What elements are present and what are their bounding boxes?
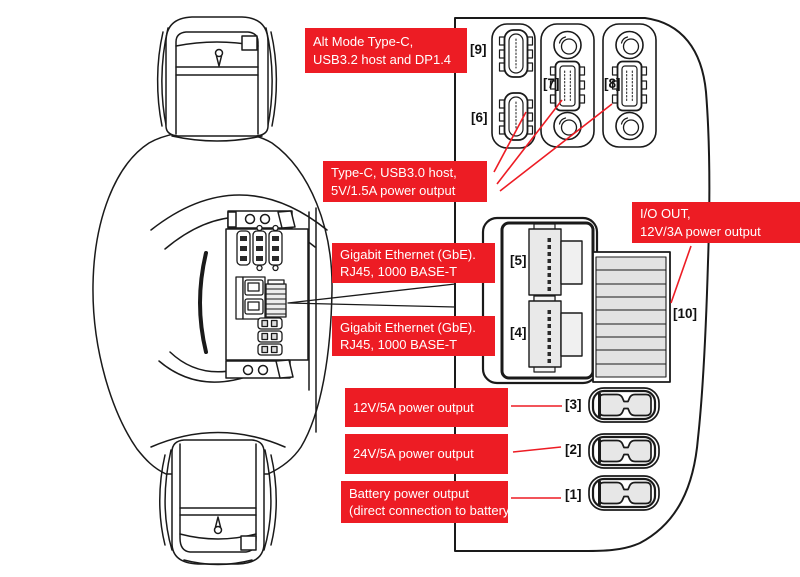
callout-line: 24V/5A power output (353, 446, 474, 462)
alt-mode-port-7-group (540, 23, 595, 148)
callout-line: Gigabit Ethernet (GbE). (340, 319, 476, 335)
callout-12v-output: 12V/5A power output (345, 388, 508, 427)
port-label-1: [1] (565, 487, 582, 502)
usb-c-port-group (491, 23, 536, 149)
callout-line: RJ45, 1000 BASE-T (340, 337, 458, 352)
rear-wheel (159, 439, 277, 566)
callout-line: (direct connection to battery) (349, 503, 514, 518)
robot-connector-bay (225, 210, 456, 379)
port-label-7: [7] (543, 76, 560, 91)
usb-c-port-9 (498, 29, 534, 78)
pointer-wedge (287, 283, 456, 308)
callout-line: Battery power output (349, 485, 469, 501)
callout-gigabit-ethernet-bottom: Gigabit Ethernet (GbE). RJ45, 1000 BASE-… (332, 316, 495, 356)
rear-panel-outline (454, 17, 711, 552)
port-label-9: [9] (470, 42, 487, 57)
callout-line: RJ45, 1000 BASE-T (340, 264, 458, 279)
port-label-8: [8] (604, 76, 621, 91)
io-terminal-block (592, 251, 671, 383)
alt-mode-port-8-group (602, 23, 657, 148)
callout-line: 5V/1.5A power output (331, 182, 456, 198)
robot-top-view (92, 16, 456, 566)
callout-gigabit-ethernet-top: Gigabit Ethernet (GbE). RJ45, 1000 BASE-… (332, 243, 495, 283)
port-label-10: [10] (673, 306, 698, 321)
power-port-3 (587, 386, 661, 424)
callout-io-out: I/O OUT, 12V/3A power output (632, 202, 800, 243)
callout-line: Type-C, USB3.0 host, (331, 165, 457, 181)
callout-line: Alt Mode Type-C, (313, 34, 414, 50)
callout-alt-mode-type-c: Alt Mode Type-C, USB3.2 host and DP1.4 (305, 28, 467, 73)
callout-leader-lines (493, 99, 692, 499)
callout-line: I/O OUT, (640, 206, 691, 222)
port-label-4: [4] (510, 325, 527, 340)
callout-battery-output: Battery power output (direct connection … (341, 481, 514, 523)
power-port-1 (587, 474, 661, 512)
rear-panel-detail (454, 17, 711, 552)
callout-type-c-usb3: Type-C, USB3.0 host, 5V/1.5A power outpu… (323, 161, 487, 202)
power-port-2 (587, 432, 661, 470)
port-label-3: [3] (565, 397, 582, 412)
usb-c-port-6 (498, 92, 534, 141)
port-label-6: [6] (471, 110, 488, 125)
callout-24v-output: 24V/5A power output (345, 434, 508, 474)
callout-line: USB3.2 host and DP1.4 (313, 51, 452, 67)
port-label-5: [5] (510, 253, 527, 268)
callout-line: Gigabit Ethernet (GbE). (340, 246, 476, 262)
front-wheel (156, 16, 278, 142)
callout-line: 12V/3A power output (640, 223, 761, 239)
port-label-2: [2] (565, 442, 582, 457)
callout-line: 12V/5A power output (353, 399, 474, 415)
ethernet-bay (481, 216, 599, 385)
